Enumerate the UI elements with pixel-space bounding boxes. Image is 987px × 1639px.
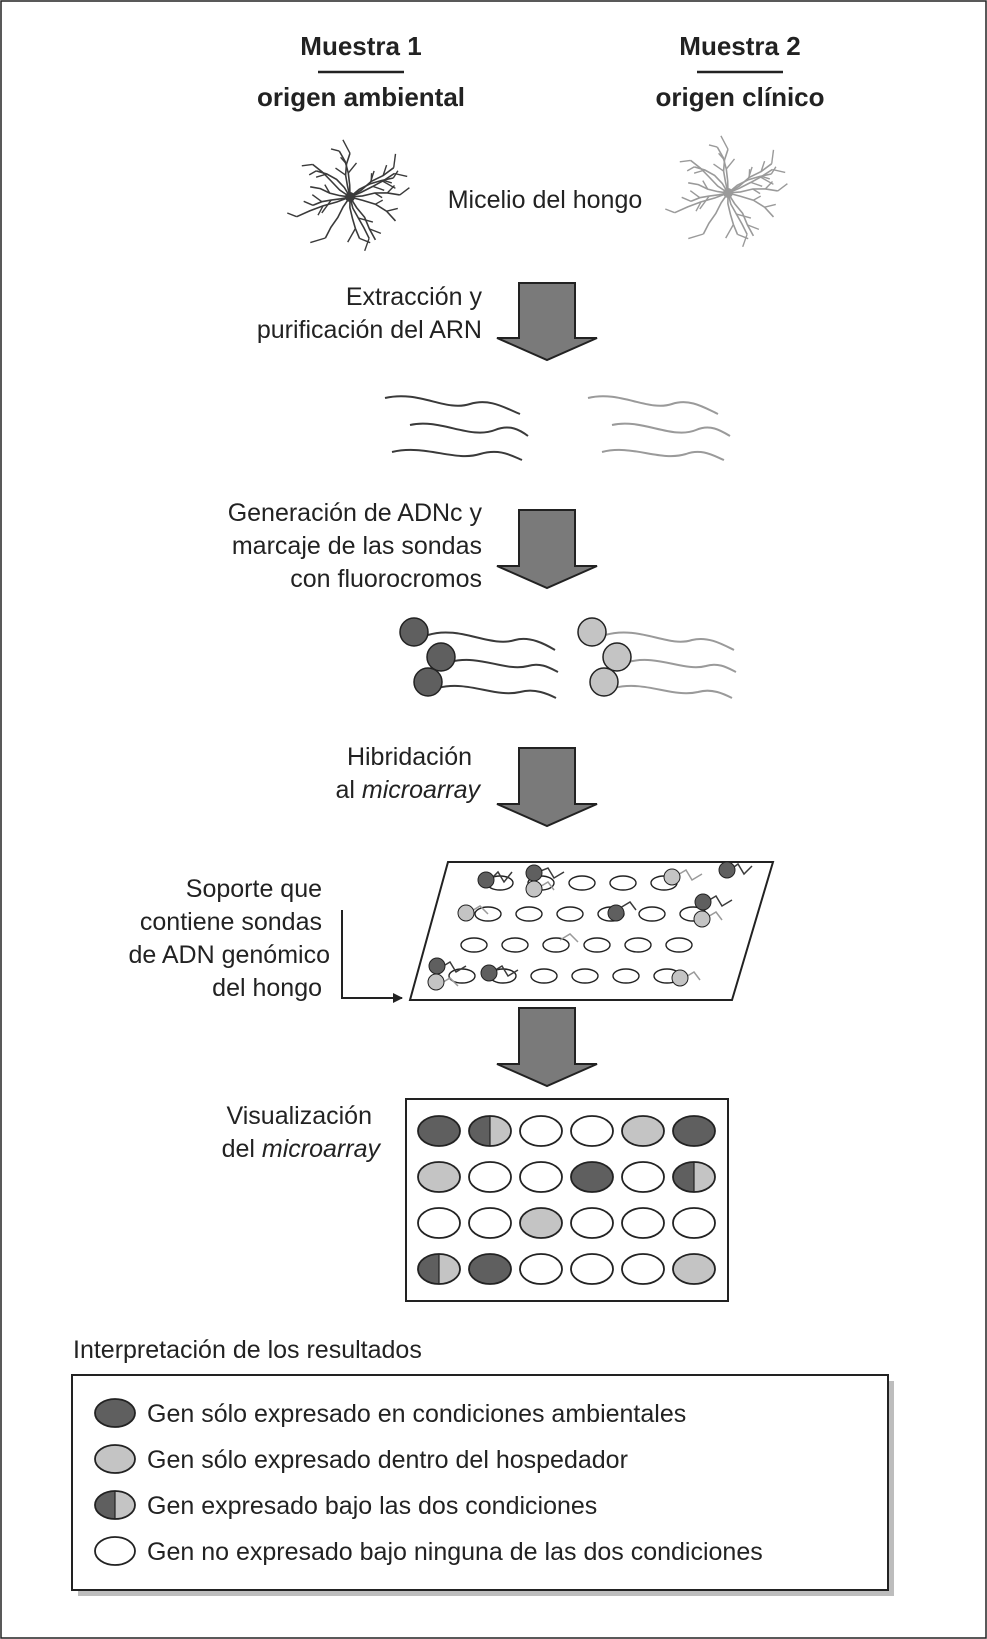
support-label-line3: de ADN genómico xyxy=(128,941,330,969)
legend-swatch-dark xyxy=(94,1398,136,1428)
legend-swatch-white xyxy=(94,1536,136,1566)
support-pointer-arrow xyxy=(341,910,403,1003)
slide-spot xyxy=(542,937,570,953)
grid-spot-r3-c1 xyxy=(417,1207,461,1239)
slide-hybridized-probes xyxy=(427,861,753,991)
slide-spot xyxy=(624,937,652,953)
cdna-label-line2: marcaje de las sondas xyxy=(232,532,482,560)
grid-spot-r1-c4 xyxy=(570,1115,614,1147)
grid-spot-r4-c2 xyxy=(468,1253,512,1285)
visualization-italic: microarray xyxy=(262,1135,382,1163)
visualization-prefix: del xyxy=(222,1135,262,1163)
hybridization-label-line2: al microarray xyxy=(336,776,482,804)
slide-spots xyxy=(448,875,707,984)
slide-spot xyxy=(665,937,693,953)
down-arrow-hybridization xyxy=(496,747,598,828)
grid-spot-r4-c4 xyxy=(570,1253,614,1285)
labelled-probes-sample1 xyxy=(399,617,559,699)
legend-swatch-light xyxy=(94,1444,136,1474)
down-arrow-cdna xyxy=(496,509,598,590)
legend-box xyxy=(71,1374,889,1591)
slide-spot xyxy=(556,906,584,922)
mycelium-icon-sample1 xyxy=(287,139,410,252)
sample2-origin: origen clínico xyxy=(655,82,824,112)
legend-label-both: Gen expresado bajo las dos condiciones xyxy=(147,1492,597,1520)
rna-strands-sample1 xyxy=(384,395,529,461)
legend-label-white: Gen no expresado bajo ninguna de las dos… xyxy=(147,1538,763,1566)
mycelium-icon-sample2 xyxy=(665,135,788,248)
slide-spot xyxy=(568,875,596,891)
grid-spot-r3-c2 xyxy=(468,1207,512,1239)
cdna-label-line3: con fluorocromos xyxy=(290,565,482,593)
grid-spot-r4-c5 xyxy=(621,1253,665,1285)
hybridization-label-line1: Hibridación xyxy=(347,743,472,771)
microarray-slide xyxy=(408,861,775,1001)
grid-spot-r1-c1 xyxy=(417,1115,461,1147)
grid-spot-r4-c1 xyxy=(417,1253,461,1285)
grid-spot-r4-c3 xyxy=(519,1253,563,1285)
visualization-label-line2: del microarray xyxy=(222,1135,382,1163)
slide-spot xyxy=(612,968,640,984)
legend-swatch-both xyxy=(94,1490,136,1520)
slide-spot xyxy=(638,906,666,922)
grid-spot-r2-c3 xyxy=(519,1161,563,1193)
slide-spot xyxy=(609,875,637,891)
hybridization-italic: microarray xyxy=(362,776,482,804)
rna-strands-sample2 xyxy=(587,395,731,461)
grid-spot-r1-c3 xyxy=(519,1115,563,1147)
legend-label-dark: Gen sólo expresado en condiciones ambien… xyxy=(147,1400,686,1428)
cdna-label-line1: Generación de ADNc y xyxy=(228,499,483,527)
extraction-label-line2: purificación del ARN xyxy=(257,316,482,344)
labelled-probes-sample2 xyxy=(577,617,737,699)
microarray-result-grid xyxy=(417,1115,716,1285)
down-arrow-extraction xyxy=(496,282,598,362)
grid-spot-r1-c6 xyxy=(672,1115,716,1147)
support-label-line4: del hongo xyxy=(212,974,322,1002)
support-label-line1: Soporte que xyxy=(186,875,322,903)
mycelium-label: Micelio del hongo xyxy=(448,186,643,214)
slide-spot xyxy=(460,937,488,953)
sample1-title: Muestra 1 xyxy=(300,31,421,61)
grid-spot-r2-c4 xyxy=(570,1161,614,1193)
grid-spot-r1-c2 xyxy=(468,1115,512,1147)
grid-spot-r2-c6 xyxy=(672,1161,716,1193)
grid-spot-r2-c2 xyxy=(468,1161,512,1193)
slide-spot xyxy=(501,937,529,953)
slide-spot xyxy=(583,937,611,953)
grid-spot-r4-c6 xyxy=(672,1253,716,1285)
grid-spot-r3-c5 xyxy=(621,1207,665,1239)
grid-spot-r3-c6 xyxy=(672,1207,716,1239)
support-label-line2: contiene sondas xyxy=(140,908,322,936)
grid-spot-r2-c1 xyxy=(417,1161,461,1193)
grid-spot-r2-c5 xyxy=(621,1161,665,1193)
legend-label-light: Gen sólo expresado dentro del hospedador xyxy=(147,1446,628,1474)
grid-spot-r3-c3 xyxy=(519,1207,563,1239)
slide-spot xyxy=(530,968,558,984)
legend-title: Interpretación de los resultados xyxy=(73,1336,422,1364)
down-arrow-visualization xyxy=(496,1007,598,1088)
slide-spot xyxy=(571,968,599,984)
legend-items: Gen sólo expresado en condiciones ambien… xyxy=(94,1398,763,1566)
sample1-origin: origen ambiental xyxy=(257,82,465,112)
visualization-label-line1: Visualización xyxy=(227,1102,372,1130)
sample2-title: Muestra 2 xyxy=(679,31,800,61)
grid-spot-r3-c4 xyxy=(570,1207,614,1239)
slide-spot xyxy=(515,906,543,922)
hybridization-prefix: al xyxy=(336,776,362,804)
grid-spot-r1-c5 xyxy=(621,1115,665,1147)
extraction-label-line1: Extracción y xyxy=(346,283,483,311)
